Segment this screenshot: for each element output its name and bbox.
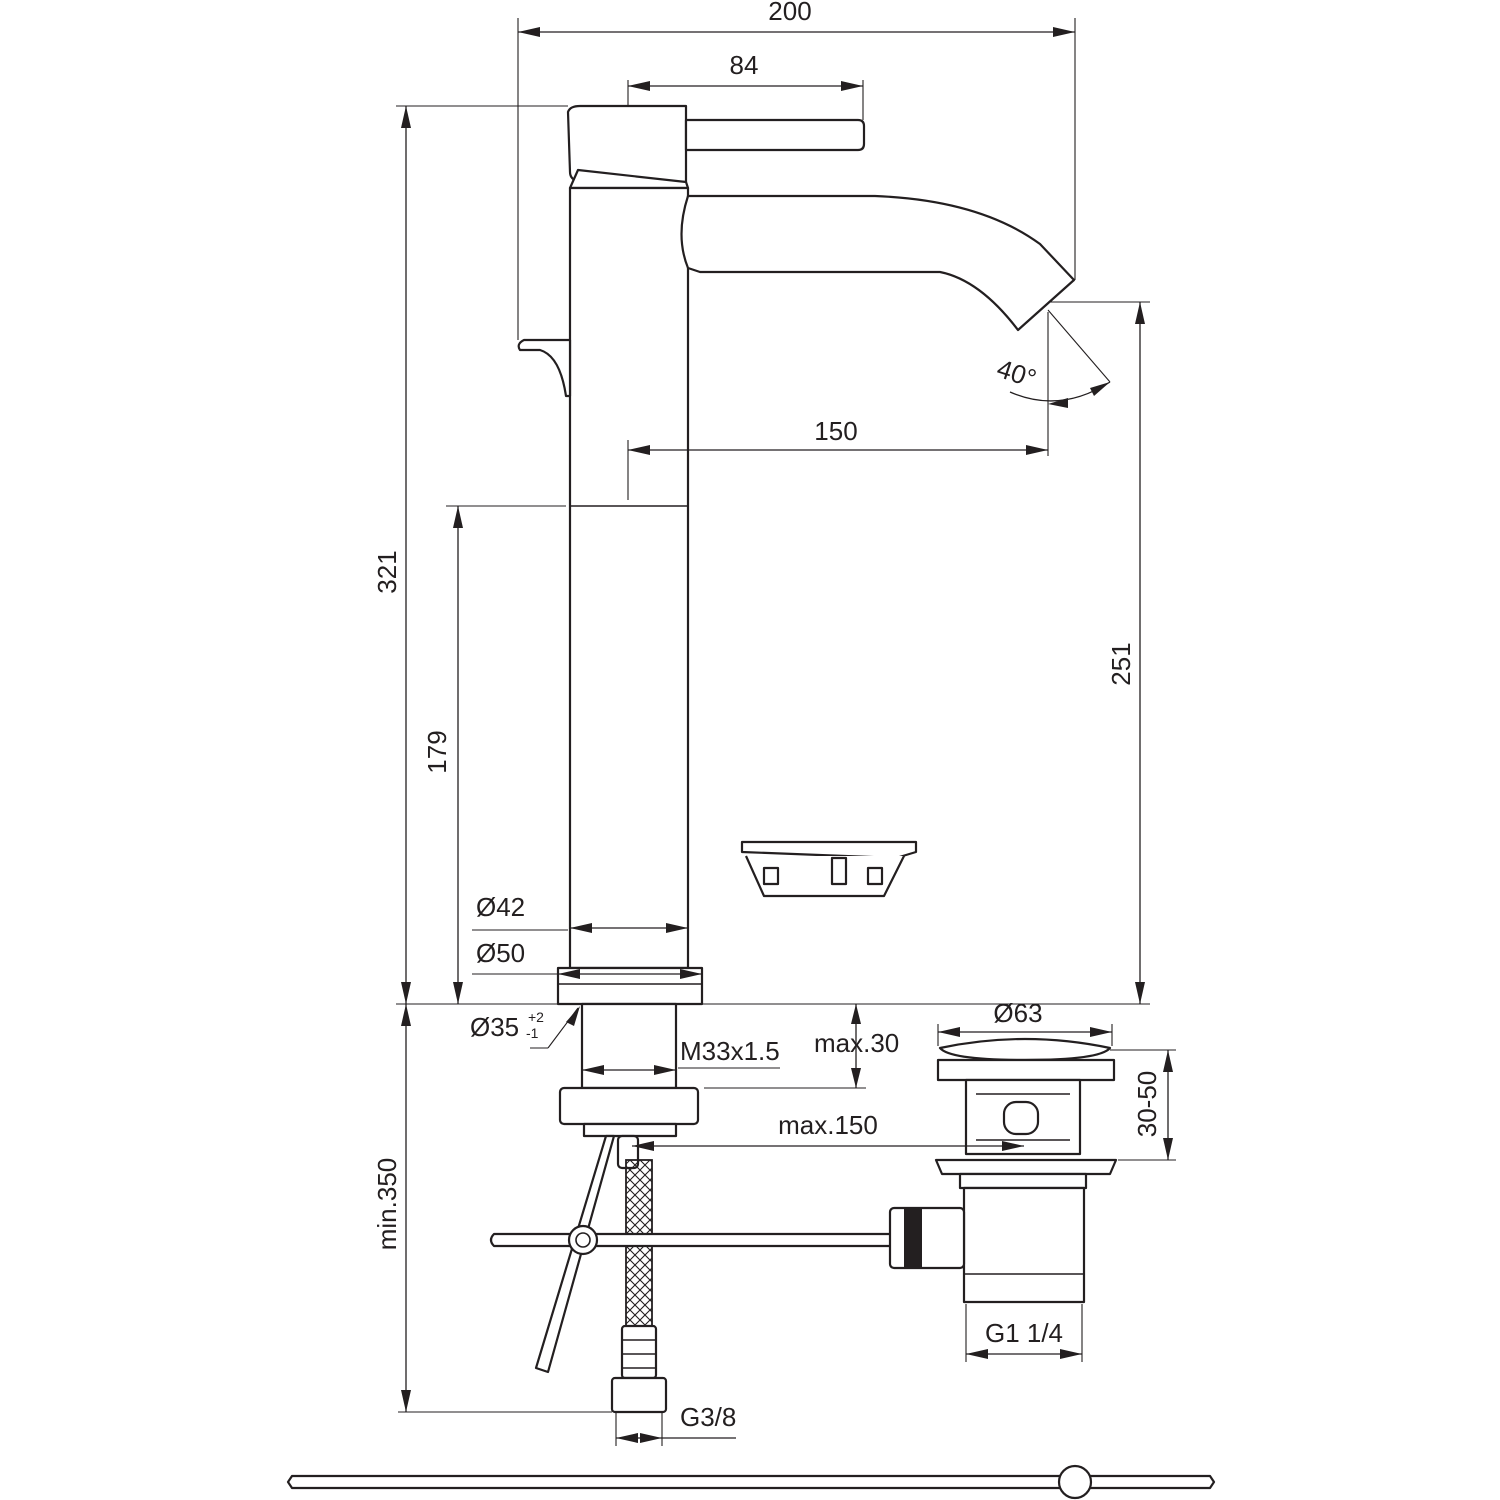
hose-nut — [610, 1376, 668, 1414]
dim-spout-height: 251 — [1106, 642, 1136, 685]
pop-up-knob — [517, 338, 572, 398]
threaded-shank — [580, 1002, 678, 1090]
aerator-detail — [740, 840, 918, 898]
dim-total-height: 321 — [372, 550, 402, 593]
dimension-lines — [401, 27, 1173, 1443]
dim-lever-reach: 84 — [730, 50, 759, 80]
section-rod — [286, 1464, 1216, 1500]
tap-body — [568, 186, 690, 970]
lever-arm — [684, 118, 866, 152]
dim-spout-angle: 40° — [993, 353, 1040, 394]
dim-spout-reach: 150 — [814, 416, 857, 446]
dim-deck-thickness: max.30 — [814, 1028, 899, 1058]
dim-below-deck: min.350 — [372, 1158, 402, 1251]
dim-base-diameter: Ø50 — [476, 938, 525, 968]
dim-hole-diameter: Ø35 — [470, 1012, 519, 1042]
dim-waste-flange: Ø63 — [993, 998, 1042, 1028]
dim-pop-up-rod: max.150 — [778, 1110, 878, 1140]
dim-thread: M33x1.5 — [680, 1036, 780, 1066]
pop-up-rod — [534, 1134, 616, 1374]
dim-hole-tol-plus: +2 — [528, 1009, 544, 1025]
dim-body-height: 179 — [422, 730, 452, 773]
below-deck-assembly — [489, 1002, 894, 1414]
waste-nut — [934, 1158, 1118, 1176]
waste-side-port — [888, 1206, 966, 1270]
tap-outline — [517, 104, 1076, 1006]
dim-body-diameter: Ø42 — [476, 892, 525, 922]
waste-assembly — [888, 1037, 1118, 1304]
linkage-rod — [489, 1232, 894, 1248]
hose-ferrule — [620, 1324, 658, 1380]
linkage-clamp — [567, 1224, 599, 1256]
dim-waste-thread: G1 1/4 — [985, 1318, 1063, 1348]
dimension-labels: 200 84 321 179 251 150 40° Ø42 Ø50 Ø35 +… — [372, 0, 1162, 1432]
dim-total-width: 200 — [768, 0, 811, 26]
dim-supply-thread: G3/8 — [680, 1402, 736, 1432]
fixing-plate — [558, 1086, 700, 1126]
dim-waste-clamp: 30-50 — [1132, 1071, 1162, 1138]
waste-plug — [938, 1037, 1112, 1062]
dim-hole-tol-minus: -1 — [526, 1025, 539, 1041]
waste-tail — [962, 1186, 1086, 1304]
spout — [680, 194, 1076, 332]
